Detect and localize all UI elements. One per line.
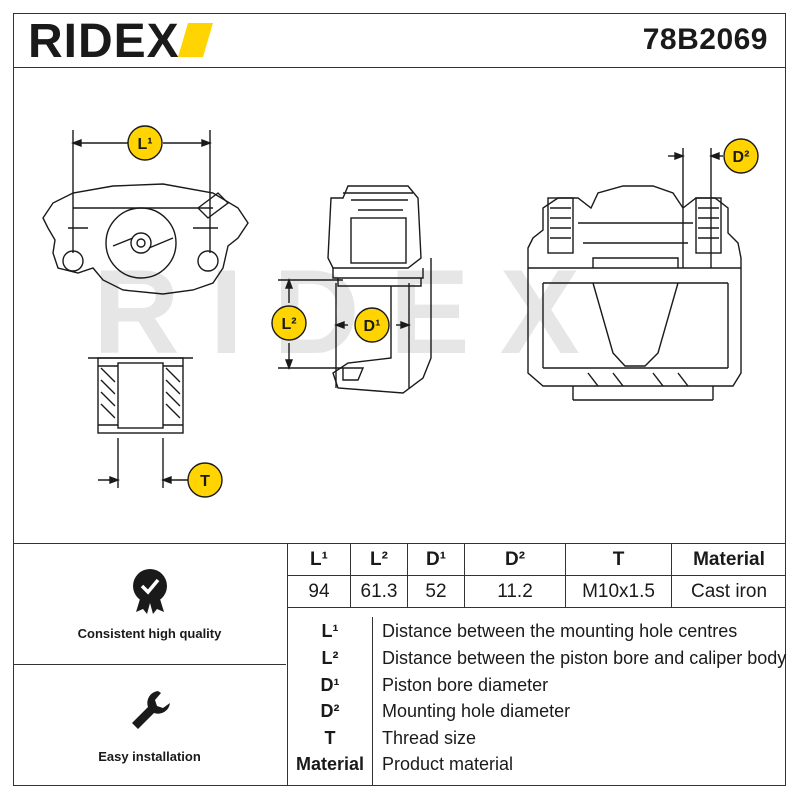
spec-value: 52	[407, 575, 465, 608]
check-badge-icon	[133, 569, 167, 614]
spec-header: L²	[350, 544, 408, 576]
legend-symbol: D²	[320, 701, 340, 721]
spec-header: Material	[671, 544, 786, 576]
spec-header: D¹	[407, 544, 465, 576]
legend-description: Distance between the piston bore and cal…	[382, 648, 787, 668]
legend-description: Mounting hole diameter	[382, 701, 571, 721]
watermark: RIDEX	[93, 245, 610, 379]
svg-text:T: T	[200, 473, 210, 490]
d2-dimension	[668, 148, 723, 268]
legend: L¹ Distance between the mounting hole ce…	[288, 617, 786, 785]
caliper-front-view	[42, 183, 249, 295]
sheet-frame	[13, 13, 786, 786]
technical-drawing: RIDEX	[13, 68, 786, 543]
l2-dimension	[278, 278, 343, 370]
spec-header: D²	[464, 544, 566, 576]
legend-row: T Thread size	[288, 728, 786, 754]
legend-row: Material Product material	[288, 754, 786, 780]
legend-symbol: Material	[295, 754, 365, 774]
spec-header: T	[565, 544, 672, 576]
legend-symbol: L²	[321, 648, 339, 668]
svg-text:RIDEX: RIDEX	[28, 17, 180, 63]
legend-symbol: D¹	[320, 675, 340, 695]
spec-value: 61.3	[350, 575, 408, 608]
svg-text:D²: D²	[733, 149, 750, 166]
legend-symbol: T	[324, 728, 336, 748]
spec-value: 11.2	[464, 575, 566, 608]
legend-description: Distance between the mounting hole centr…	[382, 621, 738, 641]
caliper-side-section	[327, 185, 432, 394]
feature-installation-label: Easy installation	[98, 749, 201, 764]
brand-logo: RIDEX	[28, 17, 213, 63]
legend-row: L¹ Distance between the mounting hole ce…	[288, 621, 786, 647]
t-callout: T	[187, 462, 223, 498]
d2-callout: D²	[723, 138, 759, 174]
header: RIDEX 78B2069	[13, 13, 786, 68]
legend-row: D² Mounting hole diameter	[288, 701, 786, 727]
wrench-icon	[132, 691, 170, 729]
spec-value: M10x1.5	[565, 575, 672, 608]
legend-divider	[372, 617, 373, 785]
legend-description: Piston bore diameter	[382, 675, 549, 695]
legend-row: D¹ Piston bore diameter	[288, 675, 786, 701]
svg-text:D¹: D¹	[364, 318, 381, 335]
info-section: Consistent high quality Easy installatio…	[13, 543, 786, 786]
feature-quality-label: Consistent high quality	[77, 626, 222, 641]
spec-value: 94	[288, 575, 351, 608]
specs-header-row: L¹ L² D¹ D² T Material	[288, 544, 786, 576]
feature-installation: Easy installation	[13, 665, 286, 785]
d1-callout: D¹	[354, 307, 390, 343]
feature-quality: Consistent high quality	[13, 544, 286, 665]
legend-symbol: L¹	[321, 621, 339, 641]
d1-dimension	[334, 283, 411, 388]
legend-description: Product material	[382, 754, 514, 774]
legend-description: Thread size	[382, 728, 477, 748]
l2-callout: L²	[271, 305, 307, 341]
spec-value: Cast iron	[671, 575, 786, 608]
l1-callout: L¹	[127, 125, 163, 161]
l1-dimension	[71, 130, 212, 253]
features-panel: Consistent high quality Easy installatio…	[13, 544, 288, 785]
svg-text:L¹: L¹	[137, 136, 152, 153]
bushing-section	[88, 357, 193, 488]
svg-text:L²: L²	[281, 316, 296, 333]
spec-header: L¹	[288, 544, 351, 576]
specs-value-row: 94 61.3 52 11.2 M10x1.5 Cast iron	[288, 575, 786, 608]
legend-row: L² Distance between the piston bore and …	[288, 648, 787, 674]
specs-table: L¹ L² D¹ D² T Material 94 61.3 52 11.2 M…	[288, 544, 786, 608]
caliper-drawing: RIDEX	[42, 125, 759, 498]
part-number: 78B2069	[642, 23, 768, 56]
